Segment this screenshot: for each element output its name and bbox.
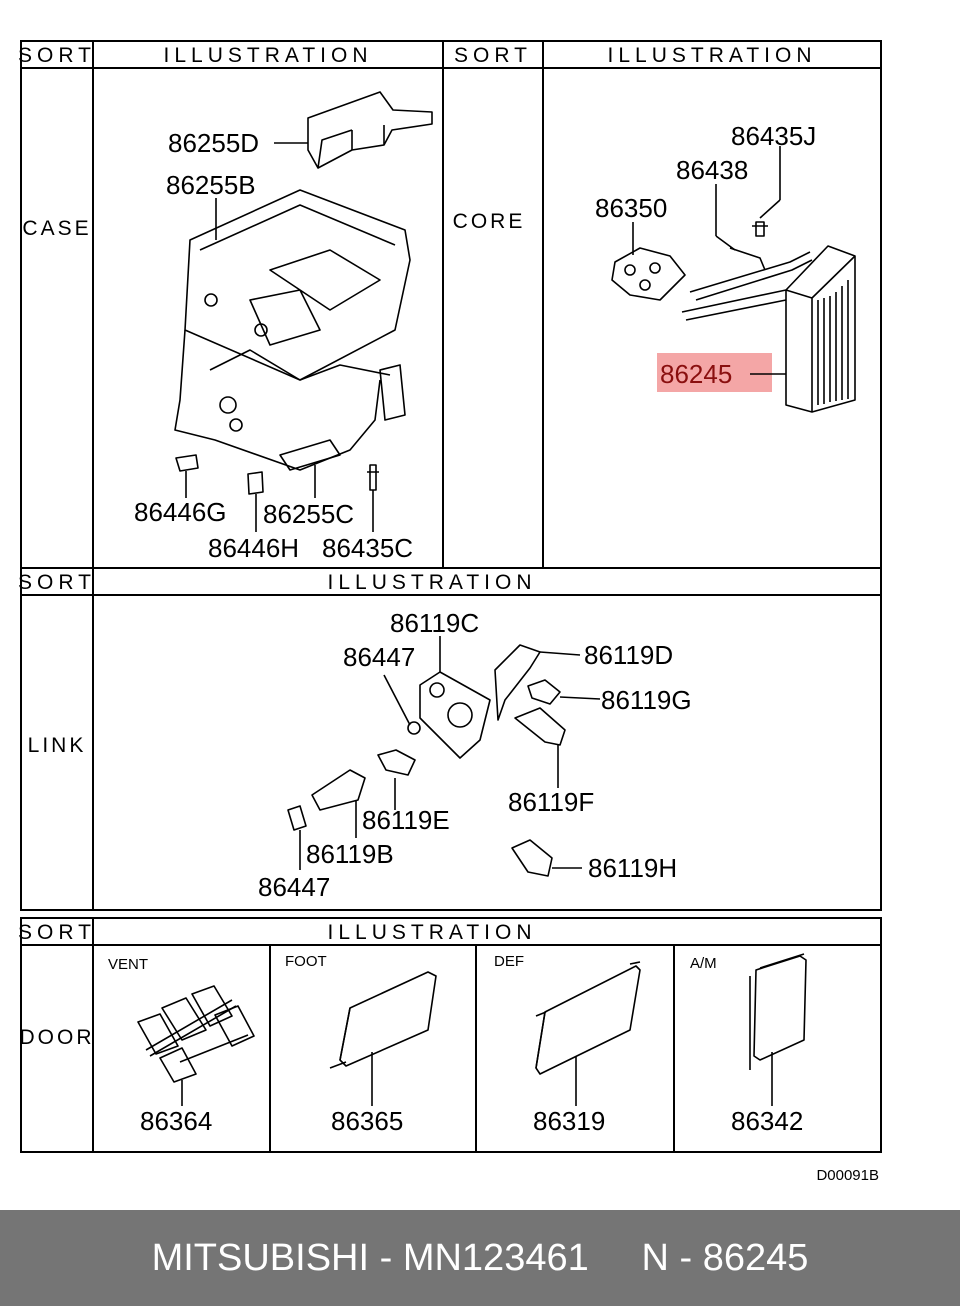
part-number-label-highlighted: 86245 bbox=[660, 359, 732, 389]
part-number-label: 86446H bbox=[208, 533, 299, 563]
footer-spacer bbox=[589, 1237, 642, 1280]
part-number-label: 86119E bbox=[362, 805, 450, 835]
footer-separator: - bbox=[369, 1236, 403, 1279]
part-number-label: 86447 bbox=[343, 642, 415, 672]
part-number-label: 86446G bbox=[134, 497, 227, 527]
door-label-vent: VENT bbox=[108, 956, 148, 973]
header-illustration: ILLUSTRATION bbox=[328, 921, 537, 944]
link-illustration bbox=[287, 644, 566, 877]
header-sort: SORT bbox=[454, 44, 532, 67]
footer-brand: MITSUBISHI bbox=[151, 1236, 370, 1279]
part-number-label: 86119G bbox=[601, 685, 692, 715]
footer-part-number: MN123461 bbox=[402, 1236, 589, 1279]
part-number-label: 86447 bbox=[258, 872, 330, 902]
header-sort: SORT bbox=[18, 921, 96, 944]
header-illustration: ILLUSTRATION bbox=[608, 44, 817, 67]
part-number-label: 86119B bbox=[306, 839, 394, 869]
table-grid bbox=[20, 40, 882, 1153]
part-number-label: 86119D bbox=[584, 640, 673, 670]
footer-ref: N - 86245 bbox=[641, 1236, 809, 1279]
door-leaders bbox=[181, 1052, 773, 1106]
part-number-label: 86119F bbox=[508, 787, 594, 817]
part-number-label: 86342 bbox=[731, 1106, 803, 1136]
highlight-box bbox=[657, 353, 772, 392]
parts-diagram: SORT ILLUSTRATION SORT ILLUSTRATION SORT… bbox=[18, 40, 882, 1184]
header-illustration: ILLUSTRATION bbox=[328, 571, 537, 594]
header-illustration: ILLUSTRATION bbox=[164, 44, 373, 67]
footer-bar: MITSUBISHI - MN123461 N - 86245 bbox=[0, 1210, 960, 1306]
core-illustration bbox=[611, 221, 856, 413]
part-number-label: 86435C bbox=[322, 533, 413, 563]
part-number-label: 86435J bbox=[731, 121, 816, 151]
case-illustration bbox=[174, 91, 433, 495]
part-number-label: 86119H bbox=[588, 853, 677, 883]
row-label-case: CASE bbox=[22, 217, 91, 240]
part-number-label: 86364 bbox=[140, 1106, 212, 1136]
part-number-label: 86319 bbox=[533, 1106, 605, 1136]
part-number-label: 86350 bbox=[595, 193, 667, 223]
part-number-label: 86119C bbox=[390, 608, 479, 638]
part-number-label: 86438 bbox=[676, 155, 748, 185]
case-leaders bbox=[185, 142, 374, 532]
header-sort: SORT bbox=[18, 571, 96, 594]
door-label-def: DEF bbox=[494, 953, 524, 970]
row-label-core: CORE bbox=[453, 210, 526, 233]
part-number-label: 86255C bbox=[263, 499, 354, 529]
row-label-door: DOOR bbox=[20, 1026, 95, 1049]
drawing-number: D00091B bbox=[816, 1167, 879, 1184]
door-illustrations bbox=[137, 953, 807, 1083]
row-label-link: LINK bbox=[28, 734, 87, 757]
part-number-label: 86255D bbox=[168, 128, 259, 158]
header-sort: SORT bbox=[18, 44, 96, 67]
door-label-am: A/M bbox=[690, 955, 717, 972]
part-number-label: 86255B bbox=[166, 170, 256, 200]
link-leaders bbox=[299, 636, 601, 870]
door-label-foot: FOOT bbox=[285, 953, 327, 970]
core-leaders bbox=[632, 146, 786, 375]
part-number-label: 86365 bbox=[331, 1106, 403, 1136]
